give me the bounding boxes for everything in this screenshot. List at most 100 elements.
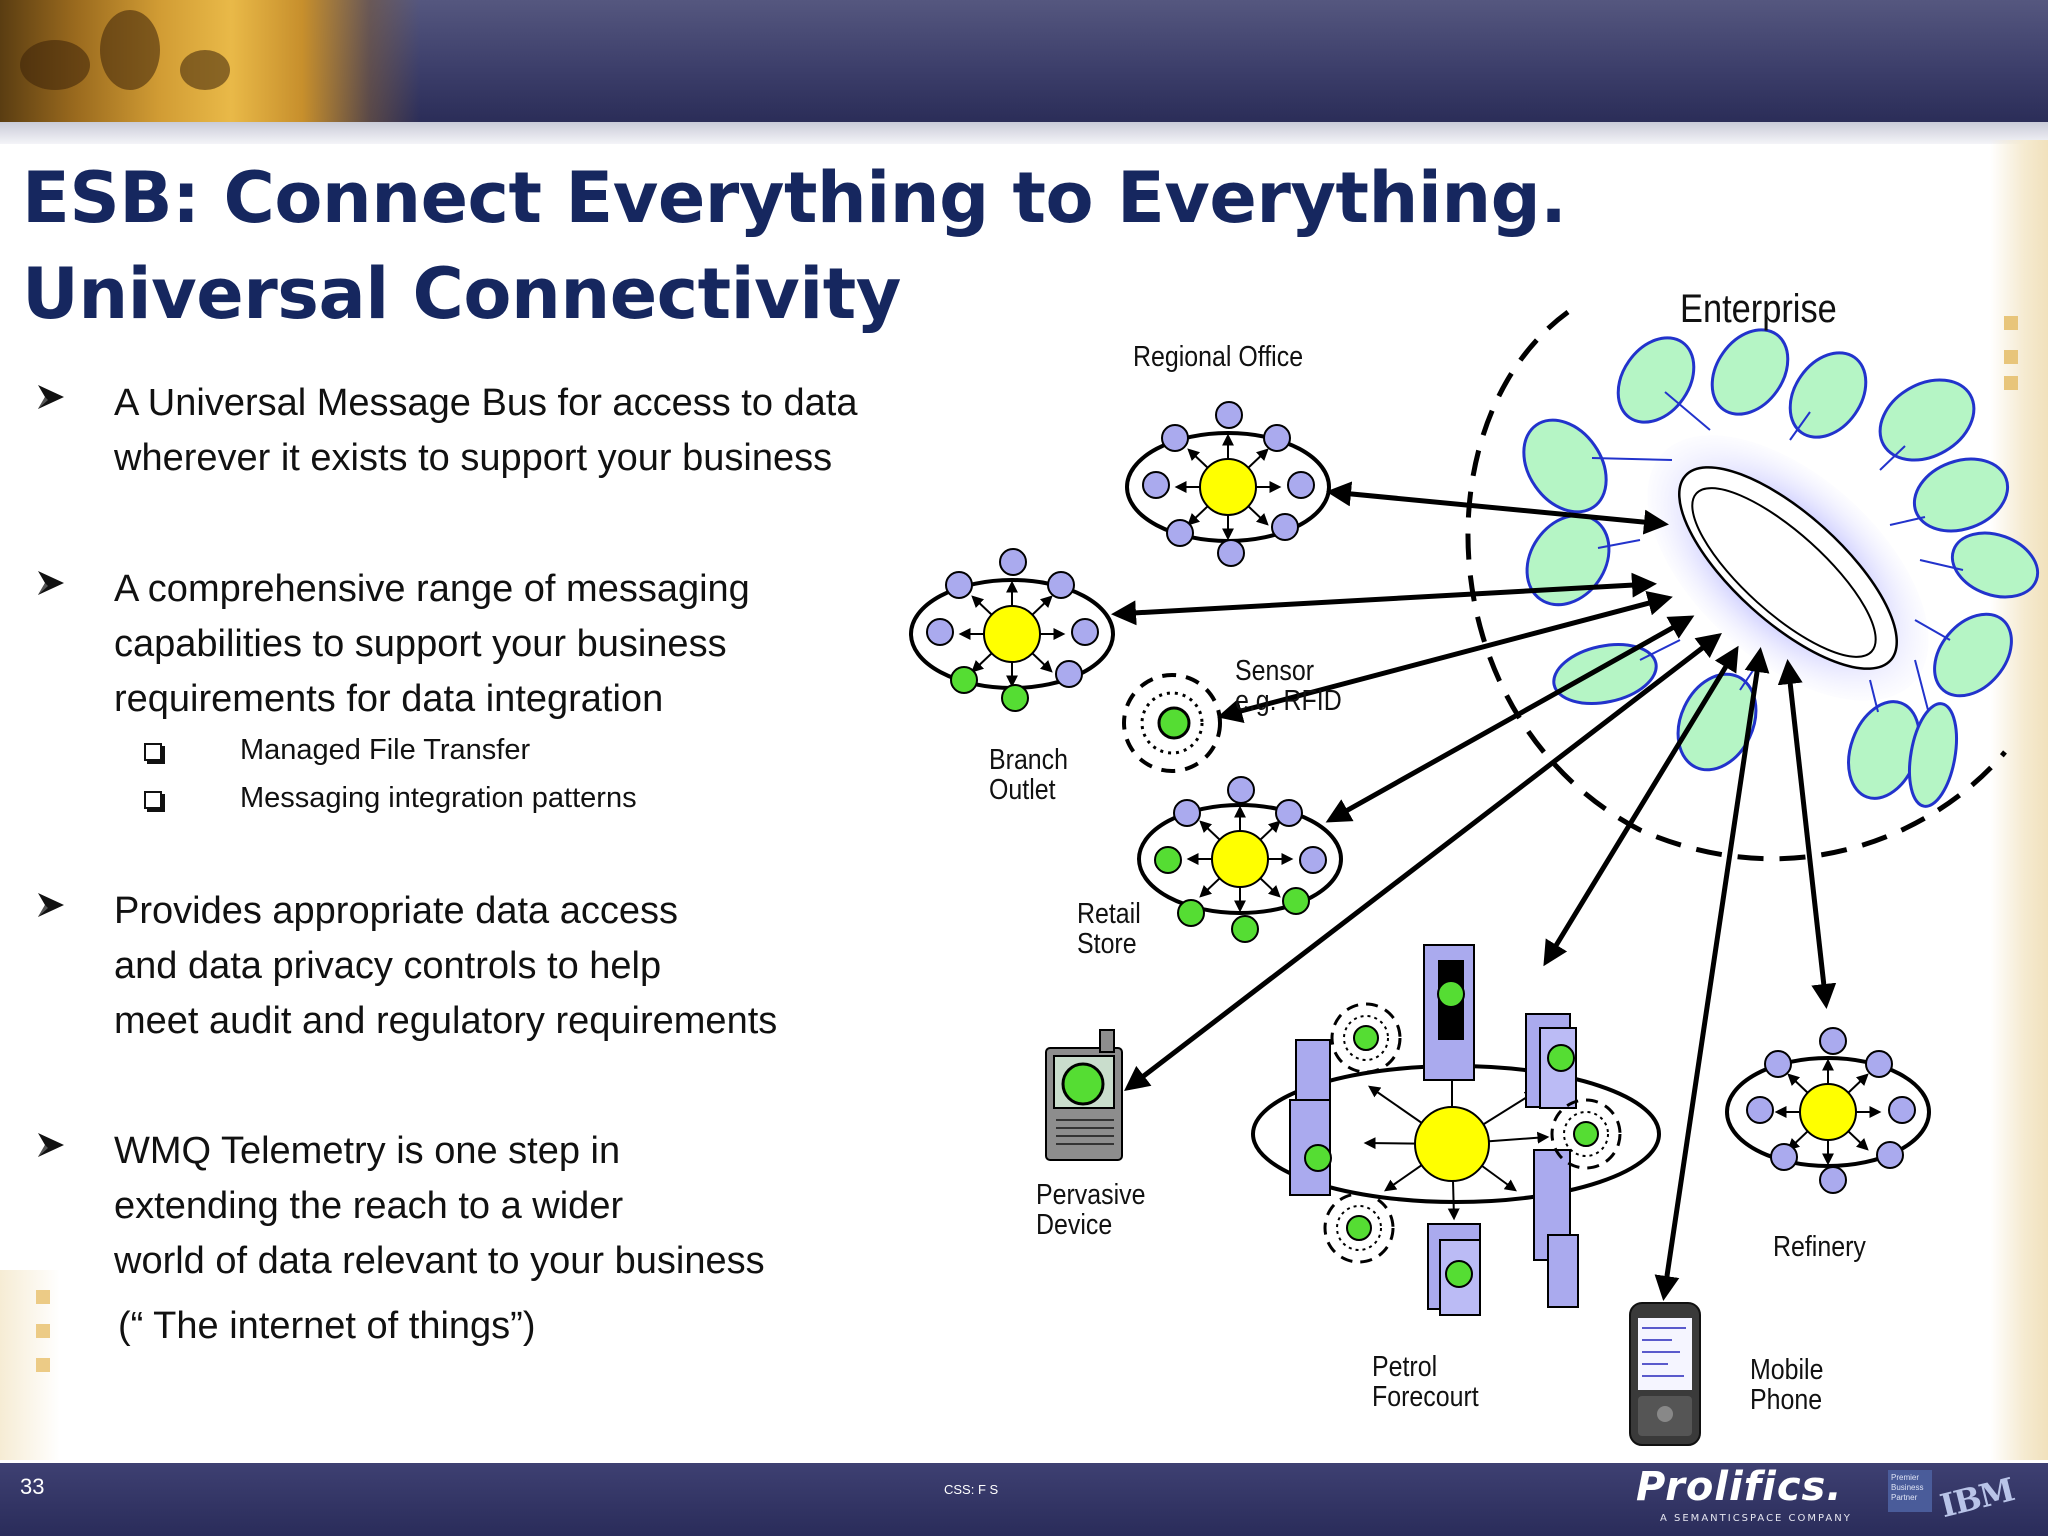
prolifics-tagline: A SEMANTICSPACE COMPANY bbox=[1660, 1513, 1852, 1524]
enterprise-label: Enterprise bbox=[1680, 287, 1837, 331]
header-photo bbox=[0, 0, 420, 122]
forecourt-sensor bbox=[1330, 1002, 1402, 1074]
internet-of-things-note: (“ The internet of things”) bbox=[118, 1305, 536, 1347]
arrow-mobile-phone bbox=[1654, 647, 1770, 1301]
node bbox=[1770, 1143, 1798, 1171]
hub-node bbox=[1211, 830, 1269, 888]
node bbox=[1142, 471, 1170, 499]
node bbox=[1819, 1027, 1847, 1055]
enterprise-pod bbox=[1788, 351, 1868, 439]
sub-bullet-2-text: Messaging integration patterns bbox=[240, 782, 637, 814]
node bbox=[1001, 684, 1029, 712]
node bbox=[1047, 571, 1075, 599]
arrow-retail-store bbox=[1325, 615, 1695, 823]
node bbox=[1275, 799, 1303, 827]
sensor-rfid bbox=[1122, 673, 1222, 773]
header-bar bbox=[0, 0, 2048, 122]
enterprise-pod bbox=[1933, 612, 2013, 698]
node bbox=[1215, 401, 1243, 429]
node bbox=[1819, 1166, 1847, 1194]
enterprise-pod bbox=[1616, 336, 1696, 424]
checkbox-square-icon bbox=[144, 743, 162, 761]
forecourt-sensor bbox=[1550, 1098, 1622, 1170]
enterprise-pod bbox=[1908, 702, 1958, 808]
fuel-pump bbox=[1427, 1223, 1481, 1316]
arrowhead-bullet-icon bbox=[38, 1133, 64, 1157]
node bbox=[1217, 539, 1245, 567]
bullet-3-line-2: and data privacy controls to help bbox=[114, 945, 662, 987]
hub-node bbox=[983, 605, 1041, 663]
enterprise-pod bbox=[1950, 531, 2040, 599]
arrowhead-bullet-icon bbox=[38, 385, 64, 409]
node bbox=[1282, 887, 1310, 915]
connection-arrows bbox=[1111, 481, 1837, 1301]
node bbox=[1071, 618, 1099, 646]
bullet-4-line-1: WMQ Telemetry is one step in bbox=[114, 1130, 621, 1172]
header-shadow bbox=[0, 122, 2048, 144]
enterprise-bus bbox=[1647, 435, 1929, 701]
node bbox=[999, 548, 1027, 576]
bullet-4-line-3: world of data relevant to your business bbox=[114, 1240, 765, 1282]
enterprise-pod bbox=[1878, 378, 1976, 462]
bullet-3-line-3: meet audit and regulatory requirements bbox=[114, 1000, 778, 1042]
page-number: 33 bbox=[20, 1474, 45, 1499]
fuel-pump bbox=[1289, 1039, 1332, 1196]
arrowhead-bullet-icon bbox=[38, 571, 64, 595]
node bbox=[1764, 1050, 1792, 1078]
node bbox=[1161, 424, 1189, 452]
bullet-4-line-2: extending the reach to a wider bbox=[114, 1185, 624, 1227]
node bbox=[1173, 799, 1201, 827]
node bbox=[1055, 660, 1083, 688]
hub-node bbox=[1799, 1083, 1857, 1141]
retail-store-cluster bbox=[1137, 776, 1343, 943]
node bbox=[1227, 776, 1255, 804]
node bbox=[945, 571, 973, 599]
checkbox-square-icon bbox=[144, 791, 162, 809]
regional-office-label: Regional Office bbox=[1133, 341, 1304, 373]
refinery-cluster bbox=[1725, 1027, 1931, 1194]
prolifics-logo: Prolifics. bbox=[1636, 1464, 1843, 1510]
enterprise-pod bbox=[1912, 457, 2010, 533]
bullet-1-line-2: wherever it exists to support your busin… bbox=[114, 437, 833, 479]
node bbox=[1876, 1141, 1904, 1169]
arrow-refinery bbox=[1777, 659, 1837, 1009]
left-decor-strip bbox=[0, 1270, 60, 1460]
node bbox=[1154, 846, 1182, 874]
petrol-forecourt-cluster bbox=[1251, 944, 1661, 1316]
sub-bullet-1-text: Managed File Transfer bbox=[240, 734, 531, 766]
enterprise-hub bbox=[1465, 309, 2040, 862]
refinery-label: Refinery bbox=[1773, 1231, 1866, 1263]
fuel-pump bbox=[1525, 1013, 1577, 1109]
arrow-regional-office bbox=[1326, 481, 1669, 535]
node bbox=[1888, 1096, 1916, 1124]
branch-outlet-cluster bbox=[909, 548, 1115, 712]
fuel-pump bbox=[1533, 1149, 1579, 1308]
enterprise-pod bbox=[1552, 643, 1658, 705]
hub-node bbox=[1199, 458, 1257, 516]
footer-bar bbox=[0, 1463, 2048, 1536]
bullet-1-line-1: A Universal Message Bus for access to da… bbox=[114, 382, 858, 424]
node bbox=[950, 666, 978, 694]
node bbox=[1865, 1050, 1893, 1078]
regional-office-cluster bbox=[1125, 401, 1331, 567]
bullet-2-line-2: capabilities to support your business bbox=[114, 623, 727, 665]
enterprise-pod bbox=[1710, 328, 1790, 416]
bullet-2-line-1: A comprehensive range of messaging bbox=[114, 568, 750, 610]
node bbox=[1299, 846, 1327, 874]
title-line-2: Universal Connectivity bbox=[22, 253, 901, 335]
node bbox=[1271, 513, 1299, 541]
partner-badge: Premier Business Partner bbox=[1888, 1470, 1932, 1512]
node bbox=[1287, 471, 1315, 499]
node bbox=[1166, 519, 1194, 547]
node bbox=[1177, 899, 1205, 927]
title-line-1: ESB: Connect Everything to Everything. bbox=[22, 157, 1567, 239]
mobile-phone-icon bbox=[1629, 1302, 1701, 1446]
fuel-pump bbox=[1423, 944, 1475, 1081]
node bbox=[1263, 424, 1291, 452]
